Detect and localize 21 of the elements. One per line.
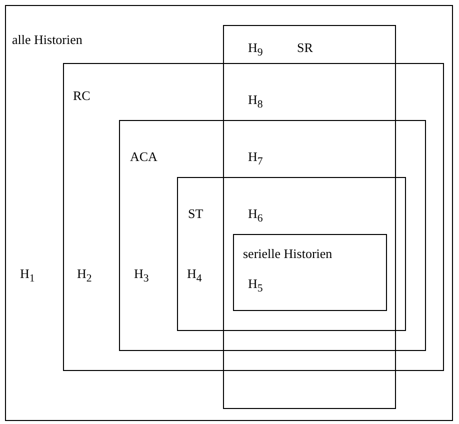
set-rectangle: [177, 177, 406, 331]
region-label: H$_{1}$: [20, 266, 35, 287]
set-rectangle: [119, 120, 426, 351]
region-label: H$_{4}$: [187, 266, 202, 287]
region-label: H$_{6}$: [248, 206, 263, 227]
set-label: serielle Historien: [243, 246, 332, 261]
set-label: ST: [188, 206, 204, 221]
region-label: H$_{5}$: [248, 276, 263, 297]
region-label: H$_{8}$: [248, 92, 263, 113]
set-label: alle Historien: [12, 32, 82, 47]
set-rectangle: [223, 25, 396, 409]
set-rectangle: [63, 63, 444, 371]
region-label: H$_{3}$: [134, 266, 149, 287]
set-rectangle: [233, 234, 387, 311]
region-label: H$_{9}$: [248, 40, 263, 61]
set-rectangle: [5, 5, 453, 421]
region-label: H$_{2}$: [77, 266, 92, 287]
set-label: ACA: [130, 149, 158, 164]
set-label: SR: [297, 40, 313, 55]
set-label: RC: [73, 88, 90, 103]
region-label: H$_{7}$: [248, 149, 263, 170]
